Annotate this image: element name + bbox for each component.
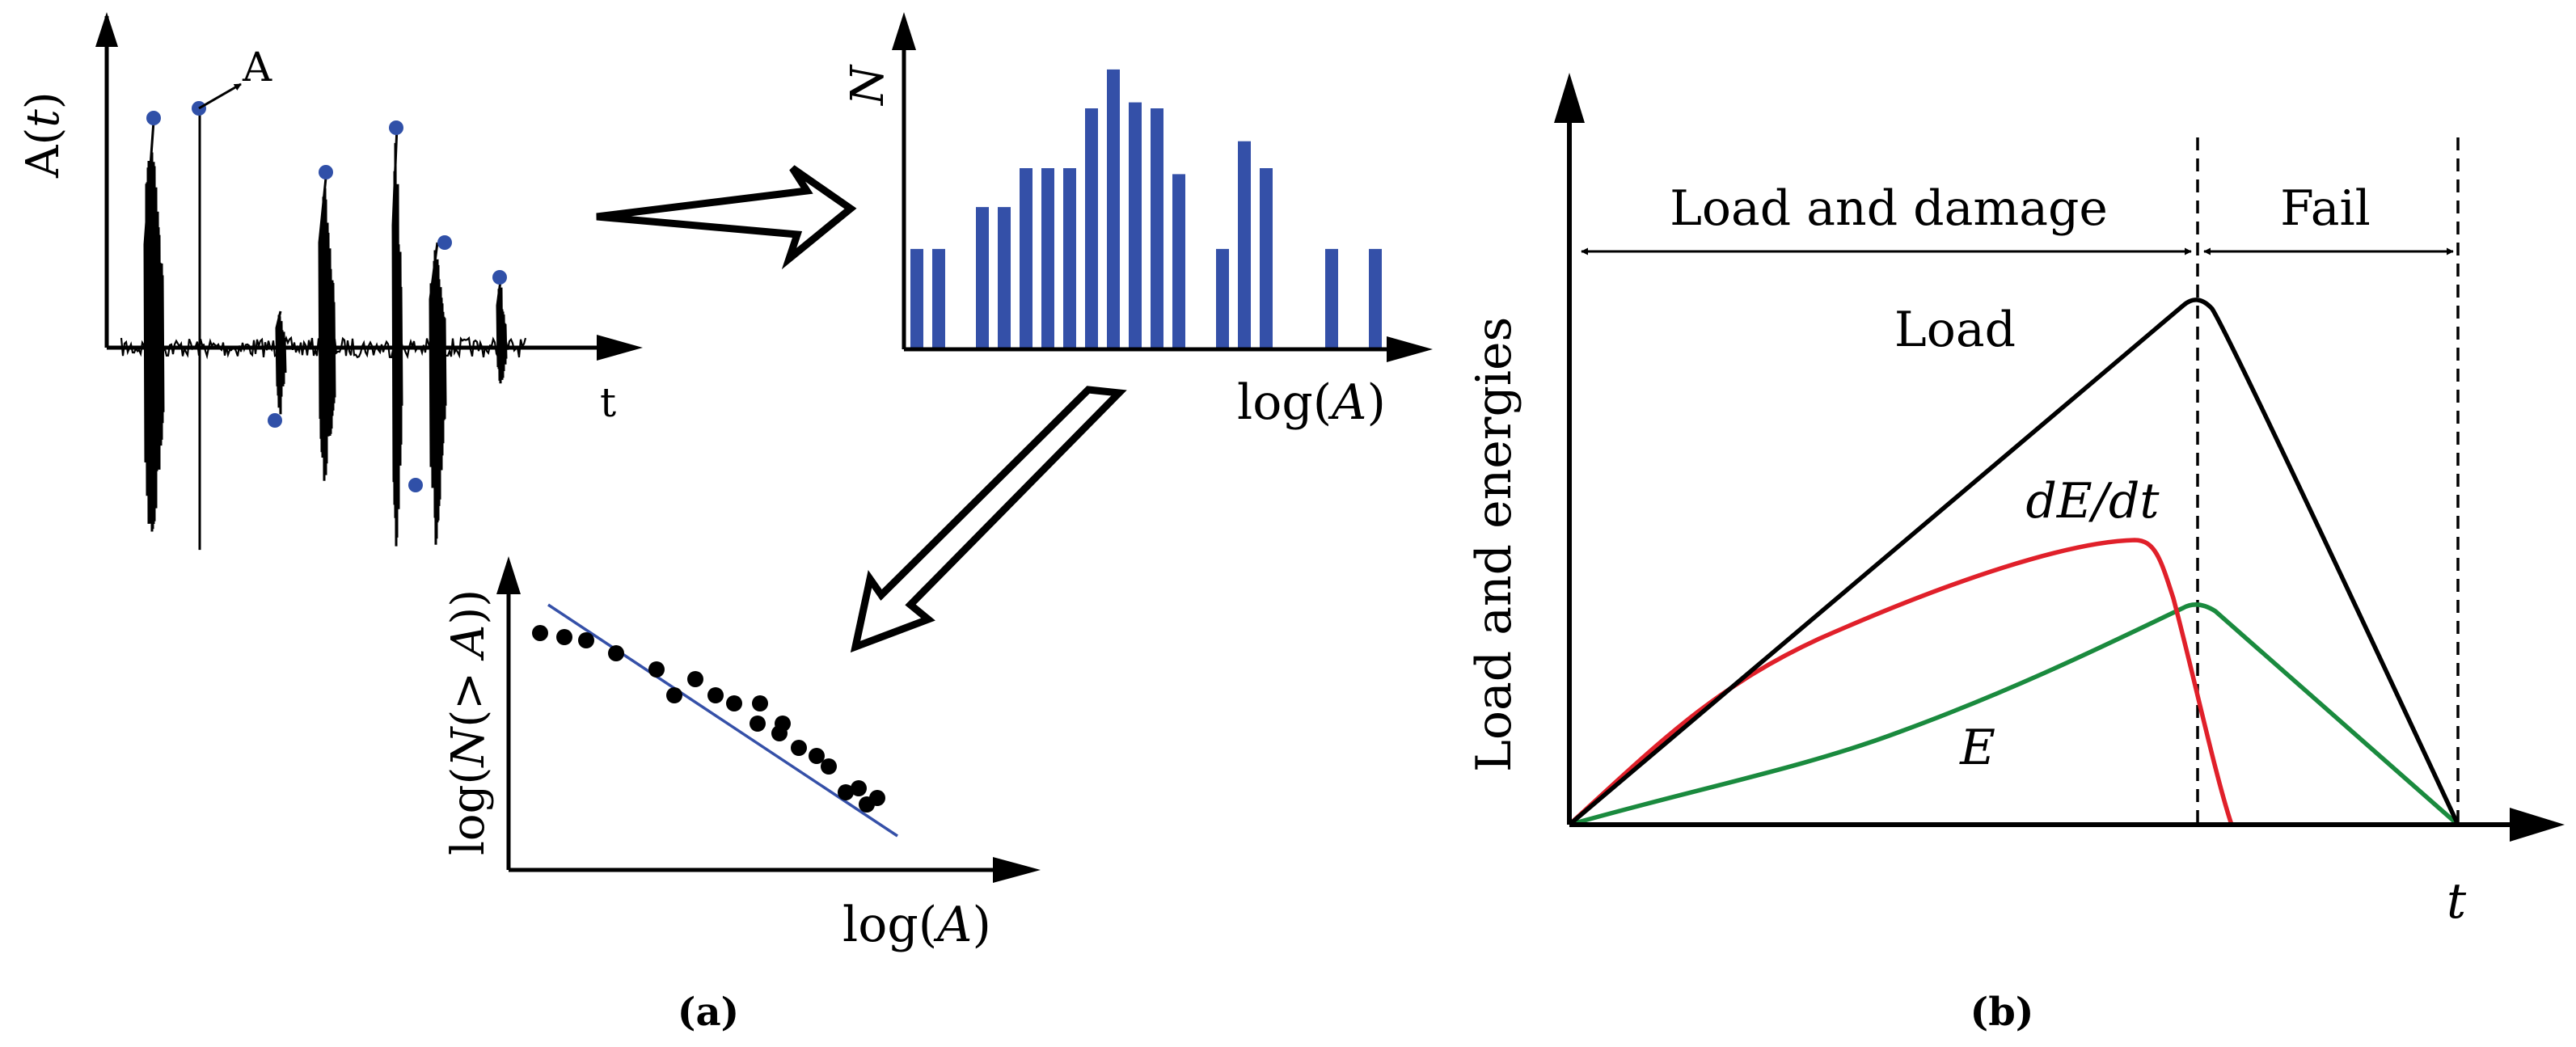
signal-peak-dot	[437, 235, 452, 250]
histogram-bar	[976, 207, 989, 348]
histogram-bars	[910, 69, 1382, 348]
signal-plot: A t A(t)	[17, 12, 643, 551]
histogram-x-label: log(A)	[1237, 374, 1386, 431]
loglog-point	[707, 687, 724, 703]
loglog-y-arrowhead	[496, 556, 521, 594]
energy-y-label: Load and energies	[1466, 317, 1522, 772]
loglog-point	[821, 758, 837, 775]
energy-x-arrowhead	[2510, 808, 2565, 842]
histogram-bar	[1085, 108, 1098, 348]
loglog-point	[851, 780, 867, 796]
histogram-bar	[1041, 168, 1054, 348]
flow-arrow-right	[596, 165, 857, 270]
signal-peak-dot	[319, 165, 333, 179]
loglog-point	[556, 629, 572, 645]
loglog-x-label: log(A)	[842, 897, 991, 953]
loglog-x-arrowhead	[993, 857, 1041, 883]
loglog-point	[791, 740, 807, 756]
signal-peak-dot	[146, 111, 161, 125]
loglog-point	[859, 796, 875, 813]
loglog-point	[809, 748, 825, 764]
signal-spike	[429, 242, 447, 545]
curve-energy	[1569, 602, 2460, 827]
loglog-points	[532, 625, 885, 813]
curve-energy-rate-label: dE/dt	[2026, 473, 2160, 530]
loglog-point	[608, 645, 624, 661]
loglog-y-label: log(N(> A))	[442, 589, 495, 855]
histogram-bar	[932, 248, 945, 348]
histogram-y-label: N	[842, 64, 894, 107]
loglog-plot: log(N(> A)) log(A)	[442, 556, 1041, 953]
loglog-point	[775, 716, 791, 732]
loglog-point	[648, 661, 665, 678]
signal-spike	[275, 310, 287, 415]
curve-load-label: Load	[1894, 302, 2016, 358]
histogram-plot: N log(A)	[842, 12, 1433, 431]
signal-x-label: t	[600, 379, 616, 426]
signal-spikes	[143, 108, 508, 551]
loglog-point	[838, 784, 854, 800]
histogram-bar	[1369, 248, 1382, 348]
signal-x-arrowhead	[597, 335, 643, 361]
histogram-bar	[1151, 108, 1163, 348]
histogram-bar	[1260, 168, 1273, 348]
flow-arrow-down-left	[850, 386, 1127, 653]
histogram-bar	[1325, 248, 1338, 348]
histogram-bar	[910, 248, 923, 348]
histogram-bar	[1238, 141, 1251, 348]
energy-plot: Load and damage Fail Load dE/dt E Load a…	[1466, 73, 2565, 930]
caption-a: (a)	[678, 990, 740, 1035]
histogram-bar	[998, 207, 1011, 348]
histogram-bar	[1172, 174, 1185, 348]
loglog-point	[666, 687, 682, 703]
loglog-point	[532, 625, 548, 641]
curve-load	[1568, 298, 2460, 827]
signal-spike	[496, 274, 508, 384]
loglog-point	[687, 671, 703, 687]
caption-b: (b)	[1970, 990, 2034, 1035]
histogram-y-arrowhead	[892, 12, 916, 50]
signal-spike	[143, 120, 165, 532]
energy-x-label: t	[2447, 873, 2467, 930]
signal-y-arrowhead	[95, 12, 118, 47]
signal-peak-dot	[268, 413, 282, 428]
histogram-x-arrowhead	[1387, 336, 1433, 362]
loglog-point	[752, 695, 768, 711]
histogram-bar	[1216, 248, 1229, 348]
signal-spike	[391, 125, 403, 547]
peak-label: A	[242, 44, 272, 91]
signal-peak-dot	[408, 478, 423, 492]
histogram-bar	[1063, 168, 1076, 348]
signal-peak-dot	[492, 270, 507, 285]
histogram-bar	[1107, 69, 1120, 348]
curve-energy-rate	[1568, 538, 2234, 827]
phase-load-label: Load and damage	[1670, 180, 2108, 237]
histogram-bar	[1020, 168, 1033, 348]
signal-peak-dots	[146, 101, 507, 492]
loglog-point	[750, 716, 766, 732]
signal-y-label: A(t)	[17, 91, 70, 179]
curve-energy-label: E	[1959, 720, 1995, 776]
energy-y-arrowhead	[1554, 73, 1585, 123]
phase-fail-label: Fail	[2280, 180, 2371, 237]
peak-pointer-line	[198, 82, 242, 110]
loglog-point	[578, 632, 594, 648]
loglog-point	[726, 695, 742, 711]
loglog-fit-line	[547, 603, 898, 838]
histogram-bar	[1129, 102, 1142, 348]
signal-peak-dot	[389, 120, 403, 135]
signal-spike	[318, 169, 336, 481]
